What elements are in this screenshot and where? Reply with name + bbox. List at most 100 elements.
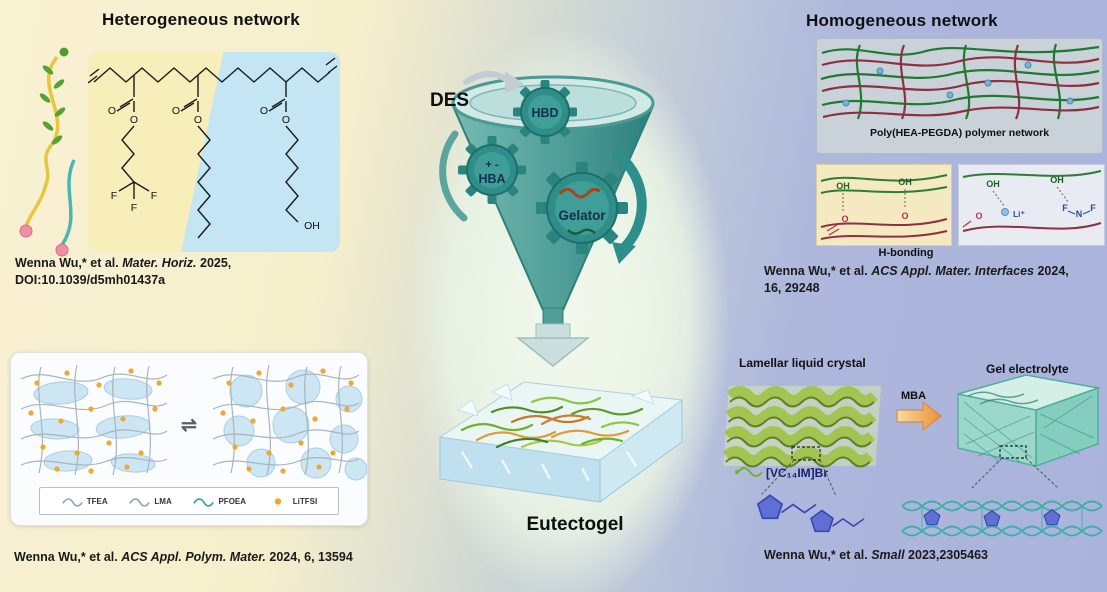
polymer-network-panel: Poly(HEA-PEGDA) polymer network bbox=[816, 38, 1103, 154]
mba-label: MBA bbox=[901, 390, 927, 402]
atom-f: F bbox=[131, 202, 137, 214]
salt-label: [VC₁₄IM]Br bbox=[766, 466, 829, 480]
atom-o: O bbox=[194, 114, 202, 126]
lamellar-label: Lamellar liquid crystal bbox=[739, 356, 866, 370]
pink-bead-icon bbox=[19, 224, 33, 238]
citation-tail: 2024, 6, 13594 bbox=[265, 550, 353, 564]
lamellar-zoom-box bbox=[791, 446, 821, 461]
atom-f: F bbox=[111, 190, 117, 202]
tfea-curve-icon bbox=[61, 497, 83, 507]
gelator-green-squiggle-icon bbox=[567, 228, 596, 235]
citation-acs-polym: Wenna Wu,* et al. ACS Appl. Polym. Mater… bbox=[14, 549, 434, 566]
citation-mater-horiz: Wenna Wu,* et al. Mater. Horiz. 2025, DO… bbox=[15, 255, 345, 289]
des-label: DES bbox=[430, 90, 470, 111]
citation-journal: Mater. Horiz. bbox=[122, 256, 197, 270]
hbd-gear-label: HBD bbox=[531, 106, 558, 120]
citation-journal: ACS Appl. Mater. Interfaces bbox=[871, 264, 1034, 278]
polymer-strand-illustration bbox=[19, 47, 76, 257]
eutectogel-label: Eutectogel bbox=[526, 514, 624, 535]
citation-authors: Wenna Wu,* et al. bbox=[14, 550, 122, 564]
hba-gear-label: HBA bbox=[478, 172, 505, 186]
network-caption: Poly(HEA-PEGDA) polymer network bbox=[869, 127, 1050, 139]
gel-zoom-lines bbox=[971, 457, 1059, 489]
mba-arrow-icon bbox=[896, 400, 942, 432]
lma-curve-icon bbox=[129, 497, 151, 507]
atom-f: F bbox=[151, 190, 157, 202]
atom-o: O bbox=[108, 105, 116, 117]
gel-box bbox=[957, 374, 1101, 468]
hbond-panel-right: OH OH O Li⁺ F N F bbox=[958, 164, 1105, 246]
hba-sign-label: + - bbox=[485, 159, 498, 171]
atom-oh: OH bbox=[836, 181, 850, 191]
hbond-drawing-right: OH OH O Li⁺ F N F bbox=[962, 170, 1102, 232]
leaf-icons bbox=[39, 65, 66, 145]
gear-gelator: Gelator bbox=[536, 162, 628, 254]
eutectogel-illustration bbox=[438, 381, 684, 503]
equilibrium-symbol: ⇌ bbox=[181, 415, 197, 436]
gear-hba: + - HBA bbox=[458, 136, 526, 204]
citation-pages: 16, 29248 bbox=[764, 280, 820, 295]
atom-o: O bbox=[172, 105, 180, 117]
green-bead-icon bbox=[59, 47, 69, 57]
citation-doi: DOI:10.1039/d5mh01437a bbox=[15, 272, 166, 287]
gelator-fibers bbox=[460, 396, 644, 449]
legend-label: LMA bbox=[154, 496, 172, 506]
citation-authors: Wenna Wu,* et al. bbox=[764, 548, 872, 562]
lamellar-to-gel-illustration bbox=[722, 374, 1103, 537]
atom-o: O bbox=[841, 214, 848, 224]
citation-acs-ami: Wenna Wu,* et al. ACS Appl. Mater. Inter… bbox=[764, 263, 1107, 297]
gel-electrolyte-label: Gel electrolyte bbox=[986, 362, 1069, 376]
citation-small: Wenna Wu,* et al. Small 2023,2305463 bbox=[764, 547, 1104, 564]
lamellar-structure bbox=[722, 386, 882, 468]
atom-o: O bbox=[260, 105, 268, 117]
citation-tail: 2023,2305463 bbox=[904, 548, 988, 562]
legend-label: TFEA bbox=[86, 496, 108, 506]
lithium-dots bbox=[842, 61, 1074, 107]
imidazolium-pentagons bbox=[757, 494, 865, 533]
gelator-squiggle-icon bbox=[558, 187, 601, 199]
hbond-panel-left: OH OH O O bbox=[816, 164, 952, 246]
lithium-ion-icon bbox=[1001, 208, 1009, 216]
atom-oh: OH bbox=[304, 220, 320, 232]
pink-bead-icon bbox=[55, 243, 69, 257]
atom-o: O bbox=[282, 114, 290, 126]
atom-oh: OH bbox=[898, 177, 912, 187]
atom-f: F bbox=[1062, 203, 1068, 213]
legend-item-tfea: TFEA bbox=[61, 496, 108, 507]
atom-oh: OH bbox=[1050, 175, 1064, 185]
down-arrow-shaft bbox=[535, 323, 571, 339]
legend-item-litfsi: LiTFSI bbox=[267, 496, 317, 507]
atom-o: O bbox=[901, 211, 908, 221]
chain-pentagons bbox=[923, 509, 1061, 527]
des-arrow-icon bbox=[463, 71, 513, 85]
polymer-network-drawing bbox=[820, 43, 1100, 120]
atom-li: Li⁺ bbox=[1013, 209, 1026, 219]
citation-authors: Wenna Wu,* et al. bbox=[764, 264, 872, 278]
hbond-panels: OH OH O O OH O bbox=[816, 164, 1105, 246]
atom-oh: OH bbox=[986, 179, 1000, 189]
homogeneous-network-title: Homogeneous network bbox=[806, 11, 998, 30]
front-face-streaks bbox=[460, 451, 638, 482]
legend-label: PFOEA bbox=[218, 496, 247, 506]
citation-line: Wenna Wu,* et al. Mater. Horiz. 2025, bbox=[15, 255, 345, 272]
copolymer-structure-drawing: O O O O O O F F F OH bbox=[87, 57, 338, 239]
spherical-micelles bbox=[223, 369, 368, 481]
gelator-gear-label: Gelator bbox=[558, 208, 606, 223]
gel-zoom-box bbox=[999, 445, 1027, 459]
micelle-network-panel: ⇌ TFEA LMA PFOEA LiTFSI bbox=[10, 352, 368, 526]
legend-item-lma: LMA bbox=[128, 496, 172, 507]
atom-n: N bbox=[1076, 209, 1083, 219]
hbond-drawing-left: OH OH O O bbox=[820, 174, 948, 240]
crosslinked-chains bbox=[901, 500, 1103, 537]
heterogeneous-network-title: Heterogeneous network bbox=[102, 10, 300, 29]
ice-crystals bbox=[456, 383, 655, 417]
citation-journal: ACS Appl. Polym. Mater. bbox=[121, 550, 266, 564]
hbond-caption: H-bonding bbox=[878, 247, 934, 259]
swoosh-arrowhead bbox=[612, 242, 636, 264]
citation-tail: 2025, bbox=[196, 256, 232, 270]
citation-tail: 2024, bbox=[1033, 264, 1069, 278]
citation-journal: Small bbox=[871, 548, 905, 562]
atom-o: O bbox=[130, 114, 138, 126]
down-arrow-icon bbox=[515, 337, 591, 367]
